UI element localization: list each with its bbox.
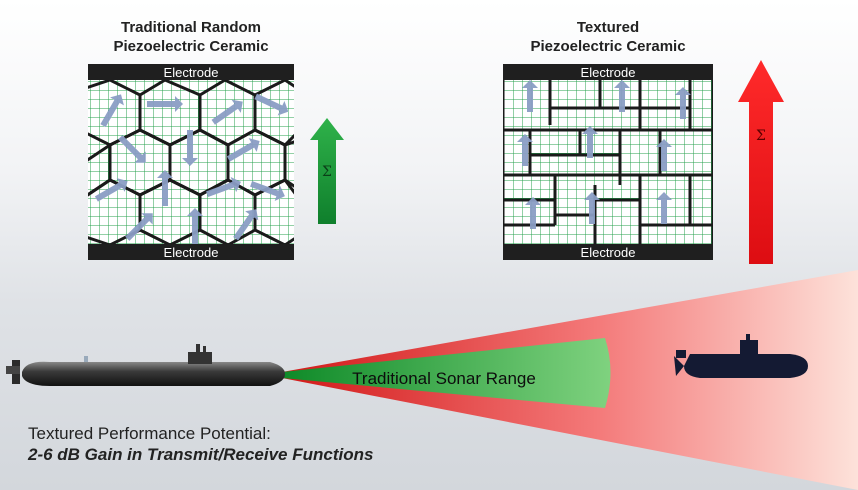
right-dipole-arrow bbox=[614, 80, 630, 112]
left-sigma-symbol: Σ bbox=[322, 164, 332, 180]
left-dipole-arrow bbox=[94, 178, 128, 202]
right-dipole-arrow bbox=[656, 139, 672, 171]
left-panel-title: Traditional Random Piezoelectric Ceramic bbox=[88, 18, 294, 56]
right-dipole-arrow bbox=[675, 87, 691, 119]
left-dipole-arrow bbox=[254, 93, 289, 116]
left-random-dipole-arrows bbox=[94, 93, 289, 244]
right-dipole-arrow bbox=[656, 192, 672, 224]
left-dipole-arrow bbox=[250, 181, 285, 201]
right-sigma-symbol: Σ bbox=[756, 128, 766, 144]
right-electrode-top-label: Electrode bbox=[581, 65, 636, 80]
left-dipole-arrow bbox=[206, 177, 241, 197]
left-grain-boundaries bbox=[88, 80, 294, 244]
right-electrode-bottom-label: Electrode bbox=[581, 245, 636, 260]
right-dipole-arrow bbox=[522, 80, 538, 112]
left-dipole-arrow bbox=[226, 138, 260, 162]
left-dipole-arrow bbox=[147, 96, 183, 112]
left-ceramic-panel: Electrode Electrode bbox=[88, 64, 294, 260]
left-dipole-arrow bbox=[182, 130, 198, 166]
right-dipole-arrow bbox=[584, 192, 600, 224]
right-title-line1: Textured bbox=[576, 19, 640, 36]
left-title-line1: Traditional Random bbox=[120, 19, 261, 36]
left-title-line2: Piezoelectric Ceramic bbox=[113, 38, 269, 55]
left-electrode-bottom-label: Electrode bbox=[164, 245, 219, 260]
left-dipole-arrow bbox=[125, 213, 153, 241]
right-dipole-arrow bbox=[517, 134, 533, 166]
left-dipole-arrow bbox=[100, 94, 124, 128]
right-net-polarization-arrow: Σ bbox=[738, 60, 784, 264]
right-panel-title: Textured Piezoelectric Ceramic bbox=[503, 18, 713, 56]
performance-caption-line1: Textured Performance Potential: bbox=[28, 424, 271, 443]
right-dipole-arrow bbox=[525, 197, 541, 229]
traditional-sonar-beam bbox=[282, 338, 611, 408]
left-dipole-arrow bbox=[233, 209, 259, 241]
right-ceramic-panel: Electrode Electrode bbox=[503, 64, 713, 260]
friendly-submarine bbox=[6, 344, 285, 386]
right-dipole-arrow bbox=[582, 126, 598, 158]
right-grain-boundaries bbox=[503, 80, 713, 244]
right-aligned-dipole-arrows bbox=[517, 80, 691, 229]
right-title-line2: Piezoelectric Ceramic bbox=[530, 38, 686, 55]
left-dipole-arrow bbox=[187, 208, 203, 244]
left-dipole-arrow bbox=[118, 135, 146, 163]
target-submarine bbox=[674, 334, 808, 378]
left-net-polarization-arrow: Σ bbox=[310, 118, 344, 224]
traditional-sonar-range-label: Traditional Sonar Range bbox=[352, 369, 536, 388]
left-electrode-top-label: Electrode bbox=[164, 65, 219, 80]
left-dipole-arrow bbox=[157, 170, 173, 206]
left-dipole-arrow bbox=[211, 99, 243, 125]
performance-caption-line2: 2-6 dB Gain in Transmit/Receive Function… bbox=[28, 445, 374, 464]
